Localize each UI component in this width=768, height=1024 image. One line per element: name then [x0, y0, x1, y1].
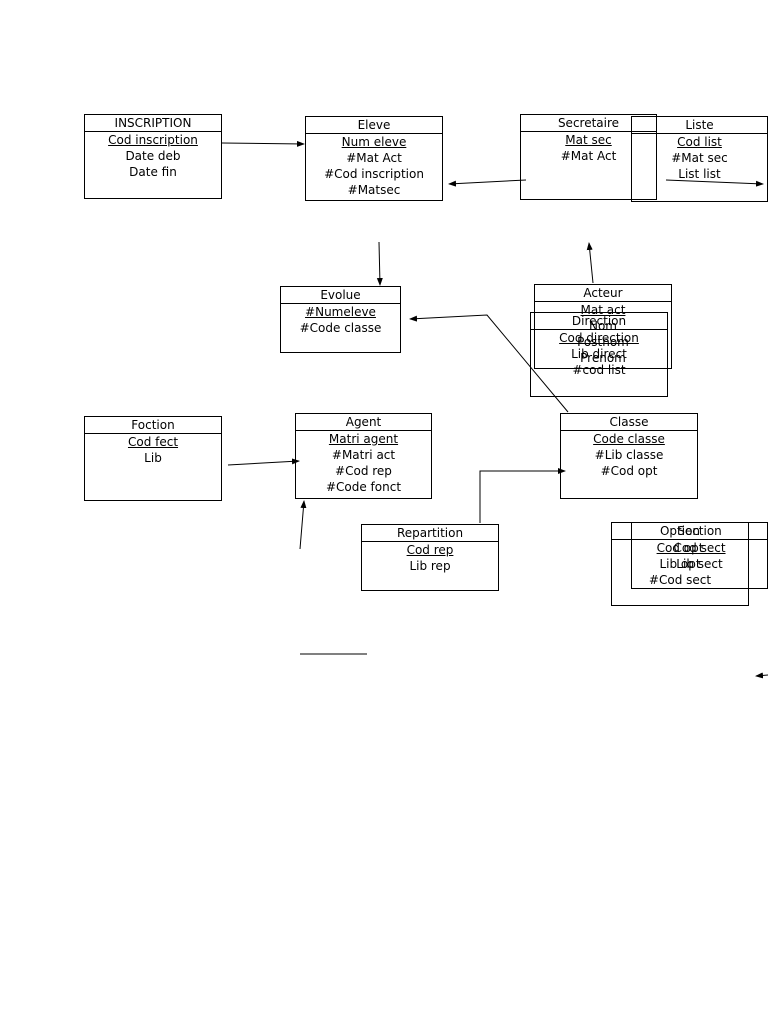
- connector-agent-up: [299, 500, 307, 550]
- connector-edge-right: [755, 672, 768, 679]
- entity-field: #cod list: [572, 363, 626, 377]
- entity-field: Prenom: [580, 351, 626, 365]
- connector-acteur-secretaire: [586, 242, 594, 284]
- entity-title: Eleve: [306, 117, 442, 134]
- connector-liste: [665, 179, 764, 187]
- primary-key-field: #Numeleve: [305, 305, 376, 319]
- connector-classe-evolue: [409, 314, 569, 413]
- entity-field: #Code classe: [299, 321, 382, 335]
- primary-key-field: Cod opt: [656, 541, 704, 555]
- entity-field: Date fin: [129, 165, 177, 179]
- entity-title: Secretaire: [521, 115, 656, 132]
- primary-key-field: Cod sect: [673, 541, 726, 555]
- entity-field: #Mat Act: [560, 149, 617, 163]
- primary-key-field: Mat sec: [565, 133, 612, 147]
- entity-field: List list: [678, 167, 721, 181]
- entity-field: Date deb: [125, 149, 181, 163]
- entity-field: Lib rep: [409, 559, 451, 573]
- entity-field: Lib: [144, 451, 162, 465]
- entity-field: Lib direct: [571, 347, 627, 361]
- primary-key-field: Cod fect: [127, 435, 179, 449]
- entity-title: Foction: [85, 417, 221, 434]
- entity-field: Lib sect: [676, 557, 723, 571]
- primary-key-field: Cod rep: [406, 543, 454, 557]
- primary-key-field: Mat act: [580, 303, 626, 317]
- primary-key-field: Matri agent: [328, 432, 399, 446]
- entity-title: Section: [632, 523, 767, 540]
- entity-field: #Mat sec: [671, 151, 728, 165]
- connector-secretaire-eleve: [448, 179, 527, 187]
- entity-field: #Cod rep: [335, 464, 392, 478]
- entity-title: Acteur: [535, 285, 671, 302]
- primary-key-field: Code classe: [593, 432, 665, 446]
- primary-key-field: Cod list: [677, 135, 722, 149]
- connector-foction-agent: [227, 458, 300, 466]
- entity-field: #Mat Act: [346, 151, 402, 165]
- connector-eleve-evolue: [376, 241, 383, 286]
- entity-field: Postnom: [577, 335, 629, 349]
- entity-title: INSCRIPTION: [85, 115, 221, 132]
- entity-field: #Code fonct: [325, 480, 402, 494]
- entity-field: #Cod sect: [648, 573, 712, 587]
- entity-title: Classe: [561, 414, 697, 431]
- entity-field: #Matri act: [331, 448, 396, 462]
- entity-field: #Cod inscription: [324, 167, 424, 181]
- primary-key-field: Cod inscription: [108, 133, 198, 147]
- entity-field: #Lib classe: [594, 448, 664, 462]
- entity-title: Repartition: [362, 525, 498, 542]
- entity-field: #Matsec: [347, 183, 401, 197]
- entity-evolue[interactable]: Evolue#Numeleve #Code classe: [280, 286, 401, 353]
- connector-repartition-classe: [479, 468, 566, 523]
- connector-inscription-eleve: [221, 140, 305, 147]
- entity-title: Liste: [632, 117, 767, 134]
- entity-field: Lib opt: [659, 557, 701, 571]
- entity-field: #Cod opt: [600, 464, 658, 478]
- primary-key-field: Num eleve: [341, 135, 407, 149]
- primary-key-field: Cod direction: [559, 331, 639, 345]
- entity-title: Evolue: [281, 287, 400, 304]
- entity-title: Agent: [296, 414, 431, 431]
- entity-title: Direction: [531, 313, 667, 330]
